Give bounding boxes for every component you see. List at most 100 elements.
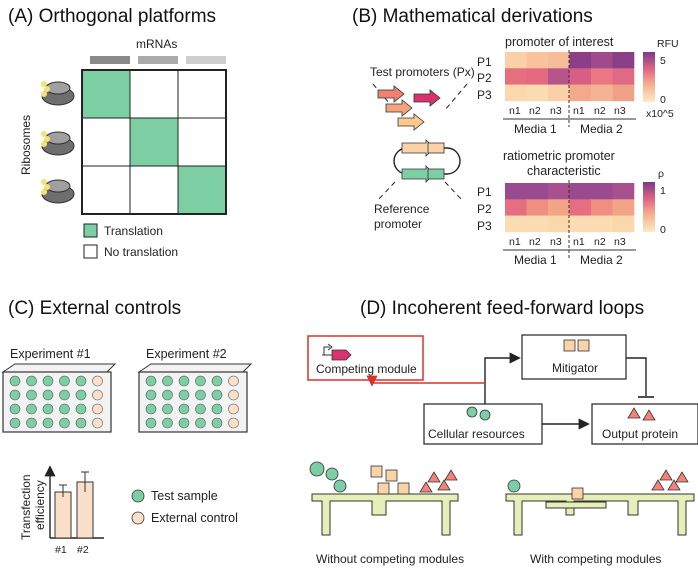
bar-label-1: #1	[55, 544, 67, 556]
transfection-bar-chart: Transfection efficiency #1 #2	[19, 465, 104, 556]
heatmap-cell	[548, 68, 570, 85]
platform-with-competing	[505, 469, 695, 536]
triangle-protein-icon	[627, 407, 641, 419]
triangle-protein-icon	[642, 409, 656, 421]
heatmap-cell	[591, 84, 613, 102]
square-protein-icon	[577, 339, 590, 352]
heatmap2-row-p2: P2	[477, 202, 492, 216]
well-plate-2	[137, 363, 253, 433]
heatmap1-cbar-label: RFU	[657, 38, 679, 50]
test-sample-well	[162, 417, 173, 429]
heatmap1-col: n1	[573, 105, 585, 117]
with-competing-label: With competing modules	[530, 552, 661, 566]
heatmap2-row-p3: P3	[477, 219, 492, 233]
heatmap2-col: n3	[614, 236, 626, 248]
test-sample-well	[211, 417, 223, 429]
external-control-well	[228, 389, 239, 401]
legend-external-label: External control	[151, 511, 238, 525]
test-sample-well	[211, 403, 223, 415]
test-sample-well	[9, 417, 21, 429]
promoter-arrow-icon	[377, 85, 405, 103]
heatmap2-col: n2	[594, 236, 606, 248]
translation-cell-2	[130, 118, 178, 166]
test-sample-well	[59, 403, 70, 415]
heatmap1-row-p1: P1	[477, 55, 492, 69]
heatmap-cell	[526, 215, 549, 233]
translation-cell-1	[82, 70, 130, 118]
panel-a: (A) Orthogonal platforms mRNAs Ribosomes	[8, 6, 227, 259]
cellular-resources-label: Cellular resources	[428, 427, 525, 441]
experiment-2-label: Experiment #2	[146, 347, 227, 361]
promoter-arrow-icon	[413, 89, 441, 107]
external-control-well	[228, 417, 239, 429]
heatmap1-media-2: Media 2	[580, 122, 623, 136]
test-sample-well	[9, 389, 21, 401]
heatmap-cell	[612, 199, 635, 216]
heatmap-cell	[612, 183, 635, 200]
test-sample-well	[195, 389, 206, 401]
promoter-arrow-icon	[397, 113, 425, 131]
heatmap-cell	[612, 52, 635, 69]
heatmap2-colorbar	[643, 182, 655, 232]
heatmap1-title: promoter of interest	[505, 35, 614, 49]
mitigator-inhibition-line	[626, 357, 647, 396]
test-sample-well	[211, 389, 223, 401]
test-sample-well	[75, 375, 87, 387]
square-protein-icon	[563, 339, 576, 352]
test-sample-well	[42, 375, 54, 387]
heatmap1-row-p2: P2	[477, 71, 492, 85]
resource-circle-icon	[479, 409, 491, 421]
heatmap2-col: n3	[550, 236, 562, 248]
panel-c-title: (C) External controls	[8, 298, 181, 319]
resources-to-competing-arrow	[371, 382, 485, 384]
external-control-well	[228, 375, 239, 387]
test-sample-well	[195, 403, 206, 415]
panel-b-title: (B) Mathematical derivations	[352, 6, 593, 27]
heatmap1-cbar-max: 5	[660, 55, 666, 67]
heatmap-cell	[591, 68, 613, 85]
ribosome-icon	[41, 179, 75, 204]
test-sample-well	[42, 417, 54, 429]
heatmap-promoter-of-interest: promoter of interest P1 P2 P3 n1 n2 n3 n…	[477, 35, 679, 136]
heatmap-cell	[569, 52, 592, 69]
competing-module-box	[307, 335, 424, 381]
test-sample-well	[26, 417, 37, 429]
test-promoters-label: Test promoters (Px)	[370, 65, 475, 79]
heatmap-cell	[591, 215, 613, 233]
test-sample-well	[145, 403, 157, 415]
ylabel-transfection: Transfection	[19, 474, 33, 540]
heatmap-cell	[569, 183, 592, 200]
external-control-well	[92, 417, 103, 429]
bar-label-2: #2	[77, 544, 89, 556]
heatmap-cell	[569, 68, 592, 85]
heatmap1-col: n3	[550, 105, 562, 117]
heatmap2-cbar-min: 0	[660, 224, 666, 236]
test-sample-well	[26, 375, 37, 387]
reference-promoter-label-1: Reference	[374, 202, 430, 216]
experiment-1-label: Experiment #1	[10, 347, 91, 361]
heatmap-cell	[569, 199, 592, 216]
heatmap-cell	[548, 183, 570, 200]
ribosome-icon	[41, 131, 75, 156]
heatmap2-row-p1: P1	[477, 185, 492, 199]
well-plate-1	[1, 363, 117, 433]
heatmap-cell	[526, 68, 549, 85]
heatmap-cell	[591, 199, 613, 216]
panel-a-title: (A) Orthogonal platforms	[8, 6, 216, 27]
output-protein-label: Output protein	[602, 427, 678, 441]
heatmap-cell	[612, 68, 635, 85]
test-sample-well	[178, 389, 190, 401]
test-sample-well	[75, 403, 87, 415]
platform-without-competing	[309, 461, 459, 536]
heatmap-cell	[505, 52, 527, 69]
ylabel-efficiency: efficiency	[33, 480, 47, 530]
test-sample-well	[178, 375, 190, 387]
mrna-bar-3	[186, 56, 226, 64]
heatmap2-media-2: Media 2	[580, 253, 623, 267]
test-sample-well	[59, 375, 70, 387]
test-sample-well	[42, 389, 54, 401]
heatmap2-cbar-max: 1	[660, 185, 666, 197]
heatmap-cell	[612, 84, 635, 102]
panel-d: (D) Incoherent feed-forward loops Compet…	[307, 298, 698, 566]
